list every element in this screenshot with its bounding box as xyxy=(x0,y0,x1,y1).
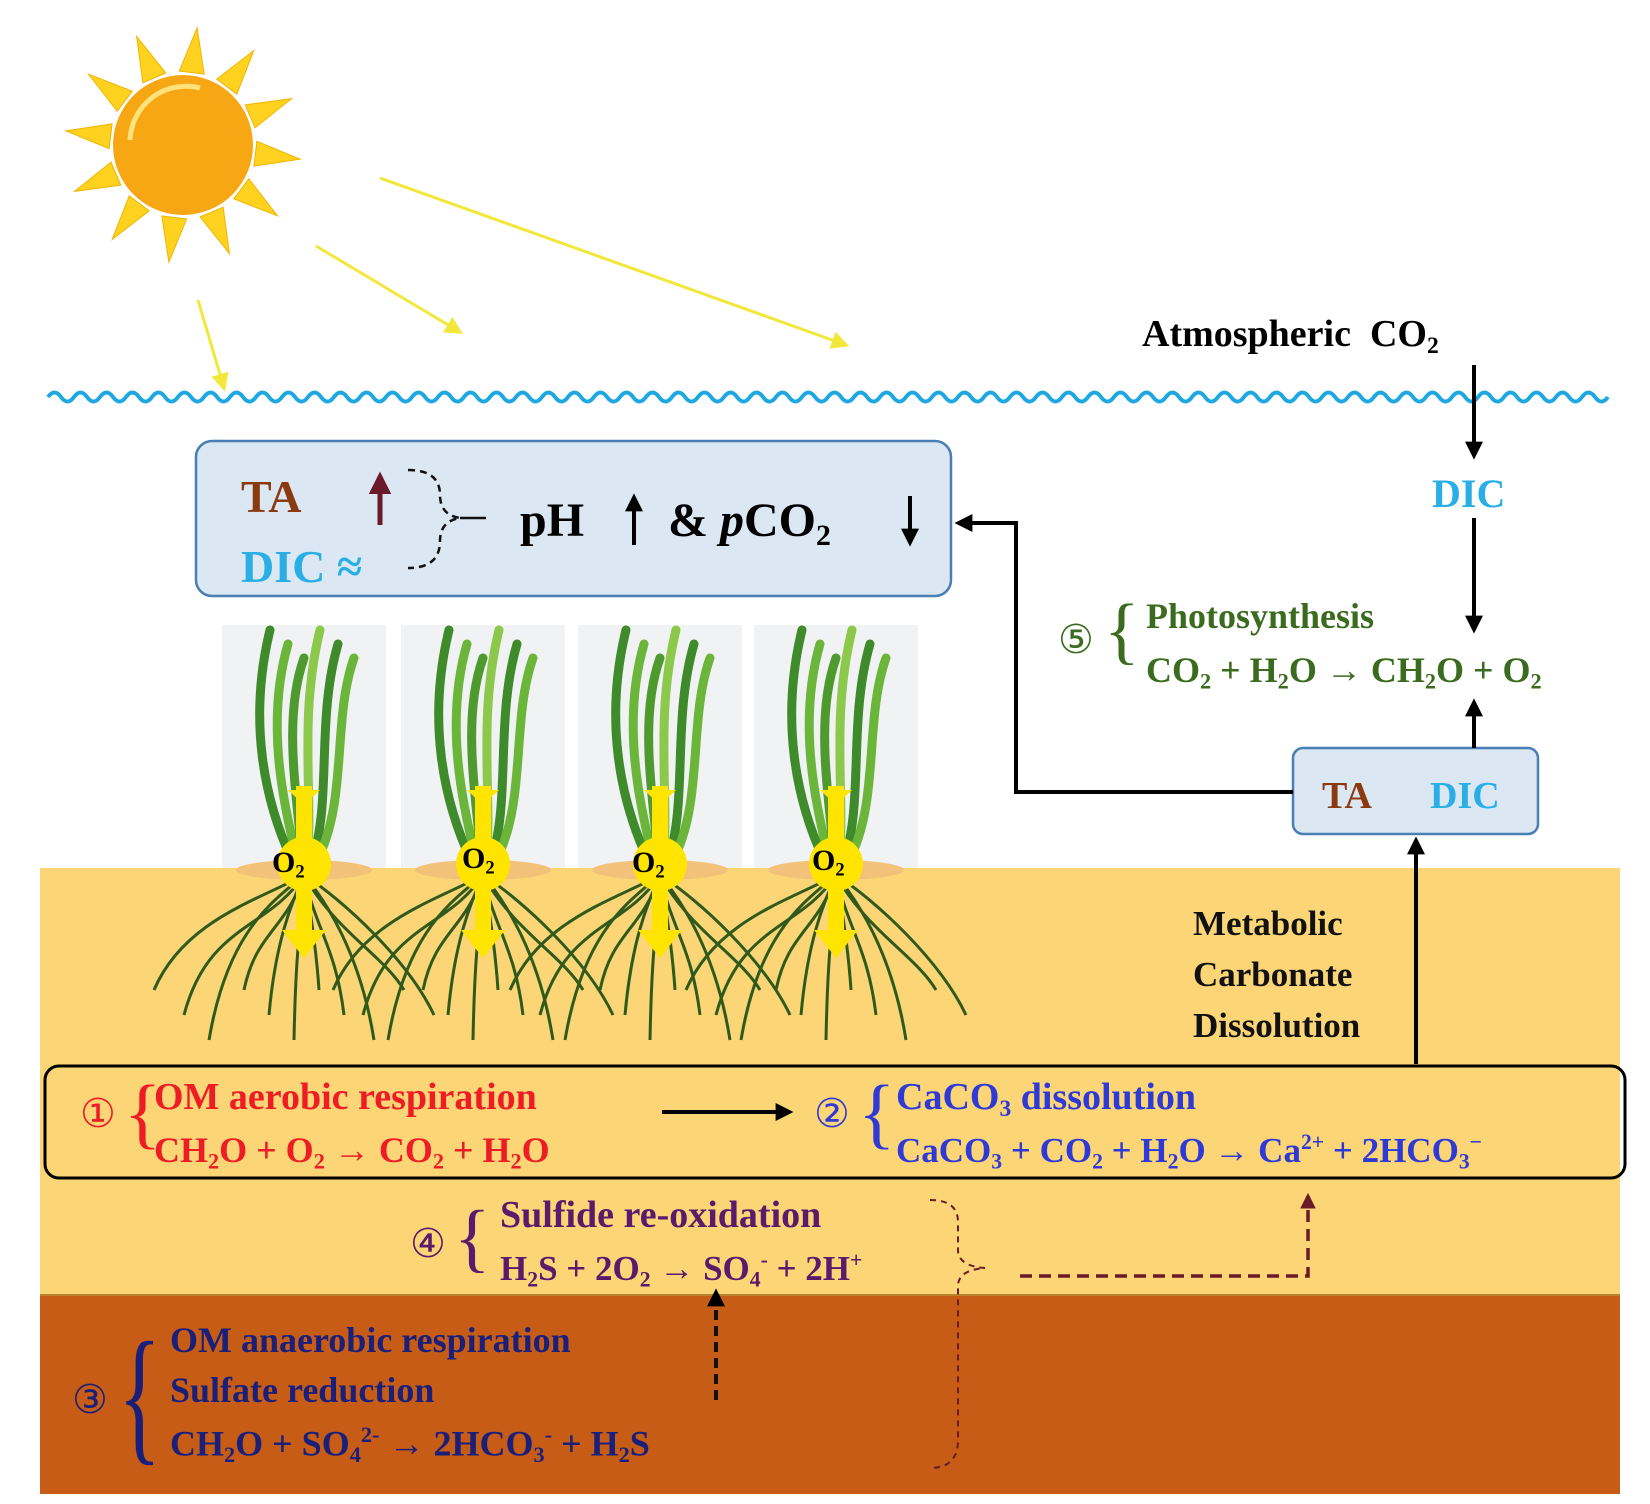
seagrass-plant xyxy=(331,625,615,1041)
process-1-equation: CH2O + O2 → CO2 + H2O xyxy=(154,1130,550,1174)
sun-ray xyxy=(253,140,303,167)
o2-label-2: O2 xyxy=(462,842,495,879)
top-box-dic: DIC ≈ xyxy=(241,541,363,592)
sun-ray xyxy=(87,73,133,113)
sun-ray xyxy=(135,34,167,84)
process-4-title: Sulfide re-oxidation xyxy=(500,1194,822,1236)
process-2-title: CaCO3 dissolution xyxy=(896,1076,1197,1123)
process-3-equation: CH2O + SO42- → 2HCO3- + H2S xyxy=(170,1422,650,1468)
o2-label-3: O2 xyxy=(632,846,665,883)
seagrass-plant xyxy=(684,625,968,1041)
seagrass-plants xyxy=(152,625,968,1041)
sun-ray xyxy=(161,215,188,265)
process-1-title: OM aerobic respiration xyxy=(154,1076,537,1118)
process-3-line-1: OM anaerobic respiration xyxy=(170,1320,571,1360)
process-2-number: ② xyxy=(814,1091,850,1137)
sulfide-to-dissolution-arrow xyxy=(1020,1192,1316,1278)
sediment-lower-layer xyxy=(40,1296,1620,1494)
sun-ray xyxy=(63,123,113,150)
process-3-brace: { xyxy=(118,1312,162,1478)
process-2-brace: { xyxy=(858,1069,896,1156)
sun-ray xyxy=(233,177,279,217)
process-3-line-2: Sulfate reduction xyxy=(170,1370,435,1410)
ph-label: pH xyxy=(520,494,585,547)
process-4-equation: H2S + 2O2 → SO4- + 2H+ xyxy=(500,1248,863,1292)
feedback-arrow xyxy=(954,514,1293,794)
process-5-number: ⑤ xyxy=(1058,617,1094,663)
sun-ray xyxy=(178,25,205,75)
process-box xyxy=(43,1064,1627,1180)
process-1-number: ① xyxy=(80,1091,116,1137)
process-2-equation: CaCO3 + CO2 + H2O → Ca2+ + 2HCO3− xyxy=(896,1130,1483,1174)
ta-dic-box-dic: DIC xyxy=(1430,775,1500,817)
sun-icon xyxy=(63,25,303,265)
light-rays xyxy=(196,176,850,392)
process-4-brace: { xyxy=(454,1196,491,1280)
photosynthesis-equation: CO2 + H2O → CH2O + O2 xyxy=(1146,650,1542,694)
dic-label: DIC xyxy=(1432,471,1506,516)
top-box-ta: TA xyxy=(241,471,302,522)
sun-ray xyxy=(199,206,231,256)
sulfide-brace xyxy=(929,1199,986,1469)
sun-ray xyxy=(72,161,122,193)
process-1-brace: { xyxy=(124,1069,162,1156)
process-5-brace: { xyxy=(1104,590,1140,672)
pco2-label: & pCO2 xyxy=(668,494,831,552)
o2-label-1: O2 xyxy=(272,846,305,883)
metabolic-label-3: Dissolution xyxy=(1193,1006,1361,1045)
seagrass-plant xyxy=(152,625,436,1041)
sun-ray xyxy=(244,97,294,129)
sun-ray xyxy=(215,49,255,95)
process-3-number: ③ xyxy=(72,1377,108,1423)
atmospheric-co2-label: Atmospheric CO2 xyxy=(1142,313,1439,360)
photosynthesis-title: Photosynthesis xyxy=(1146,596,1375,636)
metabolic-label-2: Carbonate xyxy=(1193,955,1353,994)
sun-ray xyxy=(111,195,151,241)
o2-label-4: O2 xyxy=(812,844,845,881)
ta-dic-box-ta: TA xyxy=(1322,775,1372,817)
metabolic-label-1: Metabolic xyxy=(1193,904,1343,943)
process-4-number: ④ xyxy=(410,1221,446,1267)
water-surface xyxy=(46,390,1610,404)
seagrass-plant xyxy=(508,625,792,1041)
